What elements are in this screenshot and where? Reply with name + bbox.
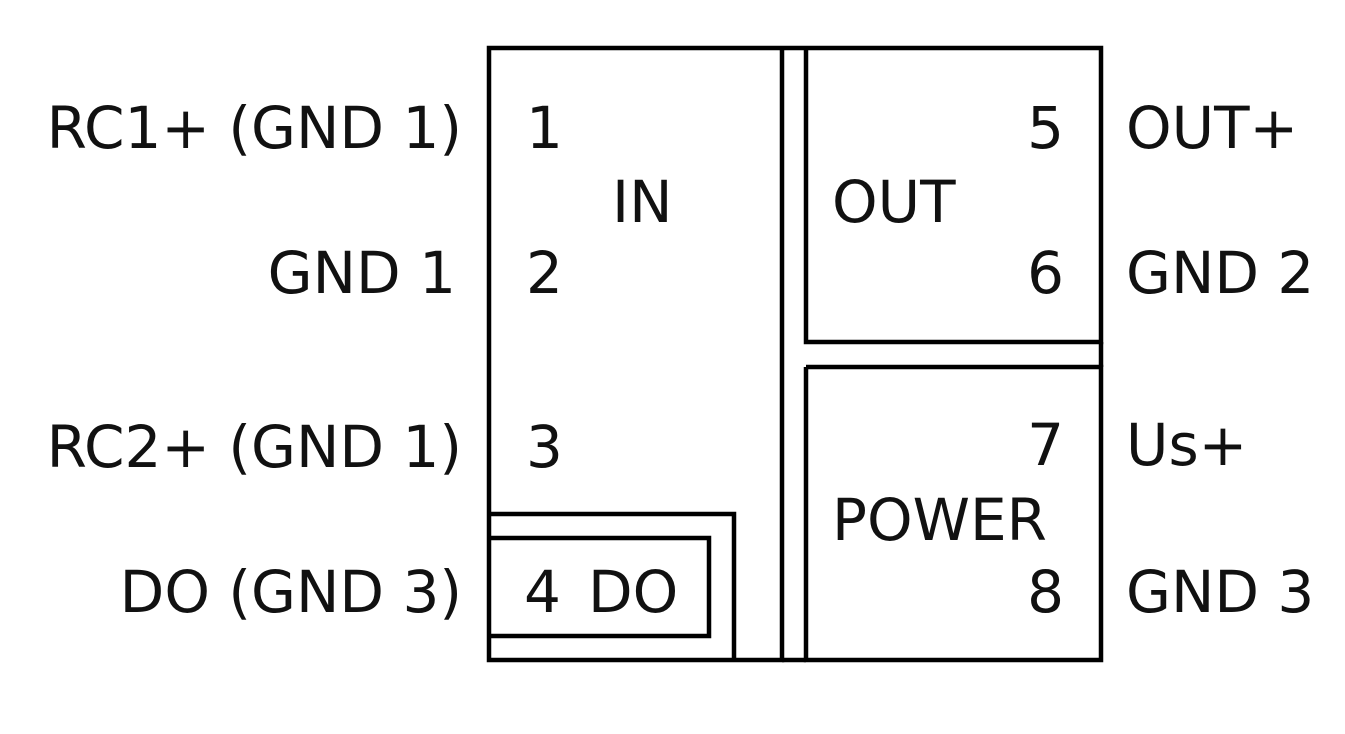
pin-number-6: 6 [1027,239,1064,307]
right-label-pin5: OUT+ [1126,94,1298,162]
pin-number-4: 4 [524,558,561,626]
left-label-pin4: DO (GND 3) [120,558,462,626]
pin-number-7: 7 [1027,411,1064,479]
left-label-pin1: RC1+ (GND 1) [47,94,462,162]
in-block [486,45,785,663]
in-block-outline [486,45,785,663]
power-block [803,364,1104,663]
pin-number-3: 3 [526,413,563,481]
do-block-label: DO [588,558,678,626]
pin-number-1: 1 [526,94,563,162]
do-block [489,511,737,660]
do-inner-outline [489,535,712,639]
do-outer-outline [489,511,737,660]
in-block-label: IN [612,168,673,236]
out-block-label: OUT [832,168,956,236]
left-label-pin2: GND 1 [268,239,456,307]
right-label-pin7: Us+ [1126,411,1247,479]
right-label-pin8: GND 3 [1126,558,1314,626]
power-block-outline [803,364,1104,663]
pin-number-2: 2 [526,239,563,307]
pin-number-8: 8 [1027,558,1064,626]
pin-number-5: 5 [1027,94,1064,162]
power-block-label: POWER [832,486,1047,554]
right-label-pin6: GND 2 [1126,239,1314,307]
left-label-pin3: RC2+ (GND 1) [47,413,462,481]
